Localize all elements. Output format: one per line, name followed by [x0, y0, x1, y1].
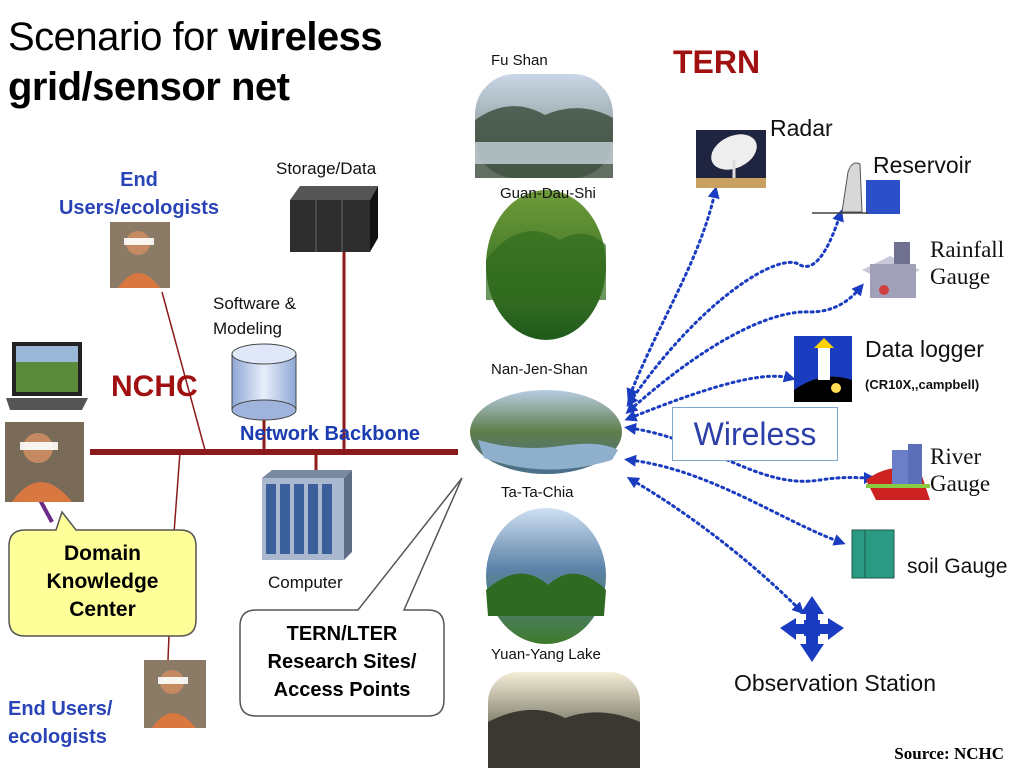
data-logger-sublabel: (CR10X,,campbell): [865, 377, 980, 392]
computer-cluster-icon: [262, 470, 352, 560]
site-label-yuan-yang-lake: Yuan-Yang Lake: [491, 646, 601, 663]
source-credit: Source: NCHC: [894, 744, 1004, 763]
soil-gauge-label: soil Gauge: [907, 555, 1008, 578]
radar-label: Radar: [770, 115, 833, 141]
soil-gauge-icon: [851, 529, 895, 579]
end-user-photo-bottom: [144, 660, 206, 728]
wireless-links: [624, 186, 876, 615]
network-backbone-label: Network Backbone: [240, 423, 421, 445]
site-photo-ta-ta-chia: [486, 508, 606, 644]
tern-label: TERN: [673, 44, 761, 80]
domain-center-text: Domain Knowledge Center: [46, 542, 159, 621]
domain-link: [38, 499, 54, 523]
wireless-box: Wireless: [672, 407, 838, 461]
software-label: Software & Modeling: [213, 294, 297, 338]
end-user-photo-top: [110, 222, 170, 288]
radar-icon: [696, 130, 766, 188]
data-logger-label: Data logger: [865, 336, 984, 362]
reservoir-icon: [812, 162, 900, 214]
site-photo-nan-jen-shan: [470, 390, 622, 474]
domain-center-callout-shape: [8, 510, 197, 637]
rainfall-gauge-label: Rainfall Gauge: [930, 237, 1005, 289]
computer-label: Computer: [268, 573, 343, 592]
reservoir-label: Reservoir: [873, 152, 972, 178]
end-users-bottom-label: End Users/ ecologists: [8, 698, 113, 748]
end-user-link-top: [161, 291, 206, 451]
research-callout-shape: [239, 477, 463, 717]
site-photo-fu-shan: [475, 74, 613, 178]
river-gauge-label: River Gauge: [930, 444, 991, 496]
site-photo-yuan-yang-lake: [488, 672, 640, 768]
site-label-ta-ta-chia: Ta-Ta-Chia: [501, 484, 574, 501]
data-logger-icon: [794, 336, 852, 402]
nchc-label: NCHC: [111, 370, 198, 403]
site-label-guan-dau-shi: Guan-Dau-Shi: [500, 185, 596, 202]
laptop-icon: [6, 342, 88, 410]
end-user-photo-left: [5, 422, 84, 502]
observation-station-label: Observation Station: [734, 670, 937, 696]
observation-station-icon: [780, 596, 844, 662]
rainfall-gauge-icon: [862, 242, 920, 298]
database-icon: [231, 343, 297, 421]
site-photo-guan-dau-shi: [486, 190, 606, 340]
page-title: Scenario for wireless grid/sensor net: [8, 15, 383, 109]
river-gauge-icon: [866, 444, 930, 500]
research-callout-text: TERN/LTER Research Sites/ Access Points: [267, 623, 417, 701]
site-label-fu-shan: Fu Shan: [491, 52, 548, 69]
site-label-nan-jen-shan: Nan-Jen-Shan: [491, 361, 588, 378]
storage-label: Storage/Data: [276, 159, 377, 178]
end-users-top-label: End Users/ecologists: [58, 169, 220, 219]
storage-icon: [290, 186, 378, 252]
